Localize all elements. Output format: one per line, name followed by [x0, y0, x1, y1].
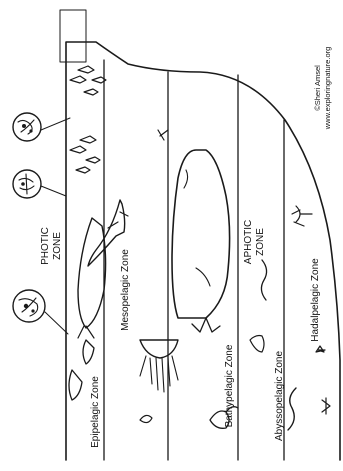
- credit-website: www.exploringnature.org: [323, 47, 332, 131]
- jellyfish-drawing: [292, 206, 312, 226]
- plankton-circle-3: [13, 290, 45, 322]
- sea-star-drawing: [316, 346, 330, 414]
- eel-drawing: [261, 260, 266, 300]
- plankton-circle-2: [13, 170, 41, 198]
- credit-author: ©Sheri Amsel: [313, 65, 322, 111]
- photic-zone-label-line1: PHOTIC: [40, 227, 51, 265]
- deep-fish-drawing: [250, 336, 264, 353]
- whale-drawing: [78, 218, 106, 338]
- plankton-circle-1: [13, 113, 41, 141]
- aphotic-zone-label-line1: APHOTIC: [243, 220, 254, 264]
- small-creature-meso: [140, 130, 168, 423]
- fish-school-top: [70, 66, 106, 95]
- sperm-whale-drawing: [172, 150, 230, 332]
- fish-school-mid: [70, 136, 100, 173]
- abyssopelagic-zone-label: Abyssopelagic Zone: [274, 351, 285, 441]
- hadalpelagic-zone-label: Hadalpelagic Zone: [310, 258, 321, 342]
- giant-squid-drawing: [140, 340, 178, 392]
- gulper-eel-drawing: [288, 388, 296, 430]
- mesopelagic-zone-label: Mesopelagic Zone: [120, 249, 131, 331]
- epipelagic-zone-label: Epipelagic Zone: [90, 376, 101, 448]
- aphotic-zone-label-line2: ZONE: [255, 228, 266, 256]
- shore-inset-box: [60, 10, 86, 62]
- bathypelagic-zone-label: Bathypelagic Zone: [224, 344, 235, 427]
- zone-boundaries: [104, 60, 284, 460]
- photic-zone-label-line2: ZONE: [52, 232, 63, 260]
